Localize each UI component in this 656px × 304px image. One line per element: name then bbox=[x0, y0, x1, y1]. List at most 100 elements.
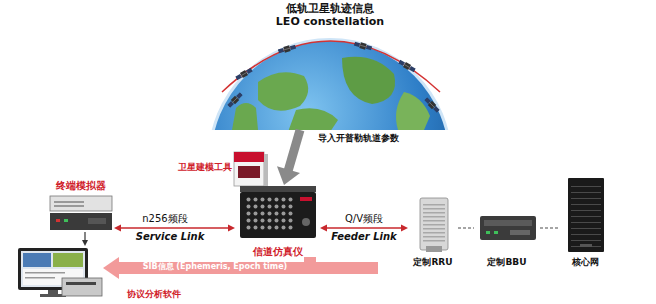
service-link-arrow-head bbox=[114, 225, 121, 232]
channel-emulator-icon-part bbox=[240, 192, 316, 238]
channel-emulator: 信道仿真仪 bbox=[235, 185, 320, 257]
custom-rru: 定制RRU bbox=[408, 196, 458, 268]
core-network: 核心网 bbox=[558, 176, 612, 268]
import-arrow-line bbox=[288, 130, 300, 173]
link-name: Feeder Link bbox=[331, 231, 397, 243]
satellites-part bbox=[227, 92, 244, 109]
core-network-rack-icon bbox=[568, 178, 604, 252]
sib-arrow-tail bbox=[310, 262, 378, 274]
terminal-simulator-icon-part bbox=[50, 213, 112, 230]
bbu-icon-part bbox=[486, 231, 490, 234]
constellation-panel: 低轨卫星轨迹信息LEO constellation bbox=[250, 2, 410, 130]
bbu-icon-part bbox=[480, 216, 536, 240]
computer-icon-part bbox=[62, 278, 102, 296]
edge-label: Q/V频段 bbox=[345, 213, 383, 225]
satellites-part bbox=[278, 44, 297, 54]
dashed-link bbox=[540, 228, 558, 229]
service-link-arrow bbox=[114, 225, 235, 232]
dashed-link-line bbox=[458, 227, 474, 229]
sib-arrow bbox=[103, 257, 310, 279]
feeder-link-arrow-head bbox=[401, 225, 408, 232]
edge-label-anchor: Q/V频段 bbox=[345, 213, 383, 225]
core-network-rack-icon-part bbox=[580, 244, 592, 247]
import-arrow bbox=[277, 130, 300, 185]
constellation-panel-label: LEO constellation bbox=[276, 15, 384, 28]
core-network-label: 核心网 bbox=[572, 257, 599, 268]
custom-bbu-label: 定制BBU bbox=[487, 257, 526, 268]
channel-emulator-icon-part bbox=[300, 197, 312, 201]
satellites-part bbox=[398, 59, 417, 73]
dashed-link bbox=[458, 228, 474, 229]
protocol-analyzer-label: 协议分析软件 bbox=[127, 289, 181, 299]
edge-label-anchor: SIB信息 (Ephemeris, Epoch time) bbox=[143, 262, 288, 272]
satellites-part bbox=[354, 41, 373, 51]
orbit-arc bbox=[222, 41, 440, 92]
earth-globe-part bbox=[232, 103, 258, 130]
software-box-icon-part bbox=[238, 166, 260, 178]
satellites-part bbox=[424, 97, 441, 114]
channel-emulator-icon-part bbox=[302, 218, 310, 226]
earth-globe-part bbox=[288, 108, 338, 130]
service-link-arrow-head bbox=[228, 225, 235, 232]
earth-globe-part bbox=[211, 41, 449, 130]
terminal-simulator-icon-part bbox=[64, 219, 68, 222]
channel-emulator-label: 信道仿真仪 bbox=[253, 246, 303, 257]
modeling-tool: 卫星建模工具 bbox=[172, 148, 270, 186]
custom-bbu: 定制BBU bbox=[474, 212, 540, 268]
rru-icon-part bbox=[420, 198, 448, 250]
constellation-panel-label: 低轨卫星轨迹信息 bbox=[286, 2, 374, 15]
computer-icon-part bbox=[23, 253, 51, 267]
import-arrow-head bbox=[277, 166, 300, 185]
edge-label: SIB信息 (Ephemeris, Epoch time) bbox=[143, 262, 288, 272]
software-box-icon bbox=[234, 152, 268, 186]
down-arrow-line bbox=[84, 232, 85, 241]
earth-globe-part bbox=[396, 92, 430, 130]
link-name-anchor: Service Link bbox=[136, 231, 205, 243]
terminal-simulator-icon-part bbox=[50, 196, 112, 211]
terminal-simulator-icon-part bbox=[54, 205, 84, 207]
earth-globe-part bbox=[258, 72, 308, 111]
feeder-link-arrow-line bbox=[326, 227, 403, 229]
terminal-simulator-icon bbox=[50, 196, 112, 230]
earth-globe-part bbox=[208, 38, 452, 130]
bbu-icon bbox=[480, 216, 536, 240]
computer-icon-part bbox=[25, 277, 55, 279]
computer-icon-part bbox=[66, 282, 96, 285]
rru-icon bbox=[420, 198, 448, 252]
terminal-simulator-icon-part bbox=[54, 201, 84, 203]
satellites bbox=[227, 41, 441, 114]
computer-icon-part bbox=[48, 290, 58, 294]
bbu-icon-part bbox=[494, 231, 498, 234]
satellites-part bbox=[235, 67, 254, 81]
feeder-link-arrow-head bbox=[320, 225, 327, 232]
bbu-icon-part bbox=[484, 220, 532, 226]
link-name-anchor: Feeder Link bbox=[331, 231, 397, 243]
modeling-tool-label: 卫星建模工具 bbox=[178, 162, 232, 173]
edge-label: n256频段 bbox=[142, 213, 187, 225]
sib-arrow-head bbox=[103, 257, 119, 279]
feeder-link-arrow bbox=[320, 225, 408, 232]
edge-label: 导入开普勒轨道参数 bbox=[318, 133, 399, 144]
software-box-icon-part bbox=[234, 152, 264, 162]
terminal-simulator-label: 终端模拟器 bbox=[56, 180, 106, 191]
service-link-arrow-line bbox=[120, 227, 230, 229]
rru-icon-part bbox=[423, 202, 445, 244]
edge-label-anchor: 导入开普勒轨道参数 bbox=[318, 133, 399, 144]
channel-emulator-icon-part bbox=[245, 196, 295, 232]
edge-label-anchor: n256频段 bbox=[142, 213, 187, 225]
earth-globe-part bbox=[342, 57, 395, 104]
software-box-icon-part bbox=[264, 154, 268, 186]
channel-emulator-icon bbox=[240, 186, 316, 238]
software-box-icon-part bbox=[234, 152, 264, 186]
computer-icon bbox=[18, 248, 102, 297]
link-name: Service Link bbox=[136, 231, 205, 243]
terminal-simulator: 终端模拟器 bbox=[48, 180, 114, 232]
dashed-link-line bbox=[540, 227, 558, 229]
bbu-icon-part bbox=[510, 230, 530, 235]
down-arrow bbox=[82, 232, 88, 246]
